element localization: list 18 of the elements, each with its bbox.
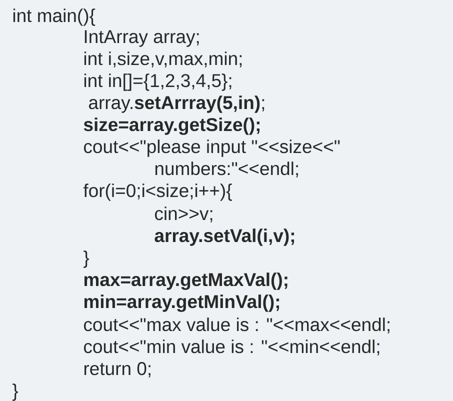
code-line: cin>>v;	[155, 206, 212, 222]
code-line: int main(){	[13, 8, 96, 26]
code-line: size=array.getSize();	[84, 118, 260, 135]
code-line: cout<<"max value is : "<<max<<endl;	[84, 318, 390, 334]
code-line: cout<<"min value is : "<<min<<endl;	[84, 340, 380, 356]
code-line: }	[12, 384, 18, 401]
code-line: array.setArrray(5,in);	[89, 96, 264, 113]
code-line: return 0;	[84, 362, 150, 378]
code-line: }	[84, 250, 90, 268]
code-line: array.setVal(i,v);	[154, 228, 294, 246]
code-line: min=array.getMinVal();	[84, 294, 279, 312]
code-line: numbers:"<<endl;	[155, 162, 298, 178]
code-line: for(i=0;i<size;i++){	[83, 184, 232, 201]
code-line: int i,size,v,max,min;	[84, 52, 242, 68]
code-line: IntArray array;	[84, 30, 199, 47]
code-line: cout<<"please input "<<size<<"	[84, 140, 340, 157]
code-line: max=array.getMaxVal();	[84, 272, 288, 290]
code-line: int in[]={1,2,3,4,5};	[84, 74, 232, 91]
